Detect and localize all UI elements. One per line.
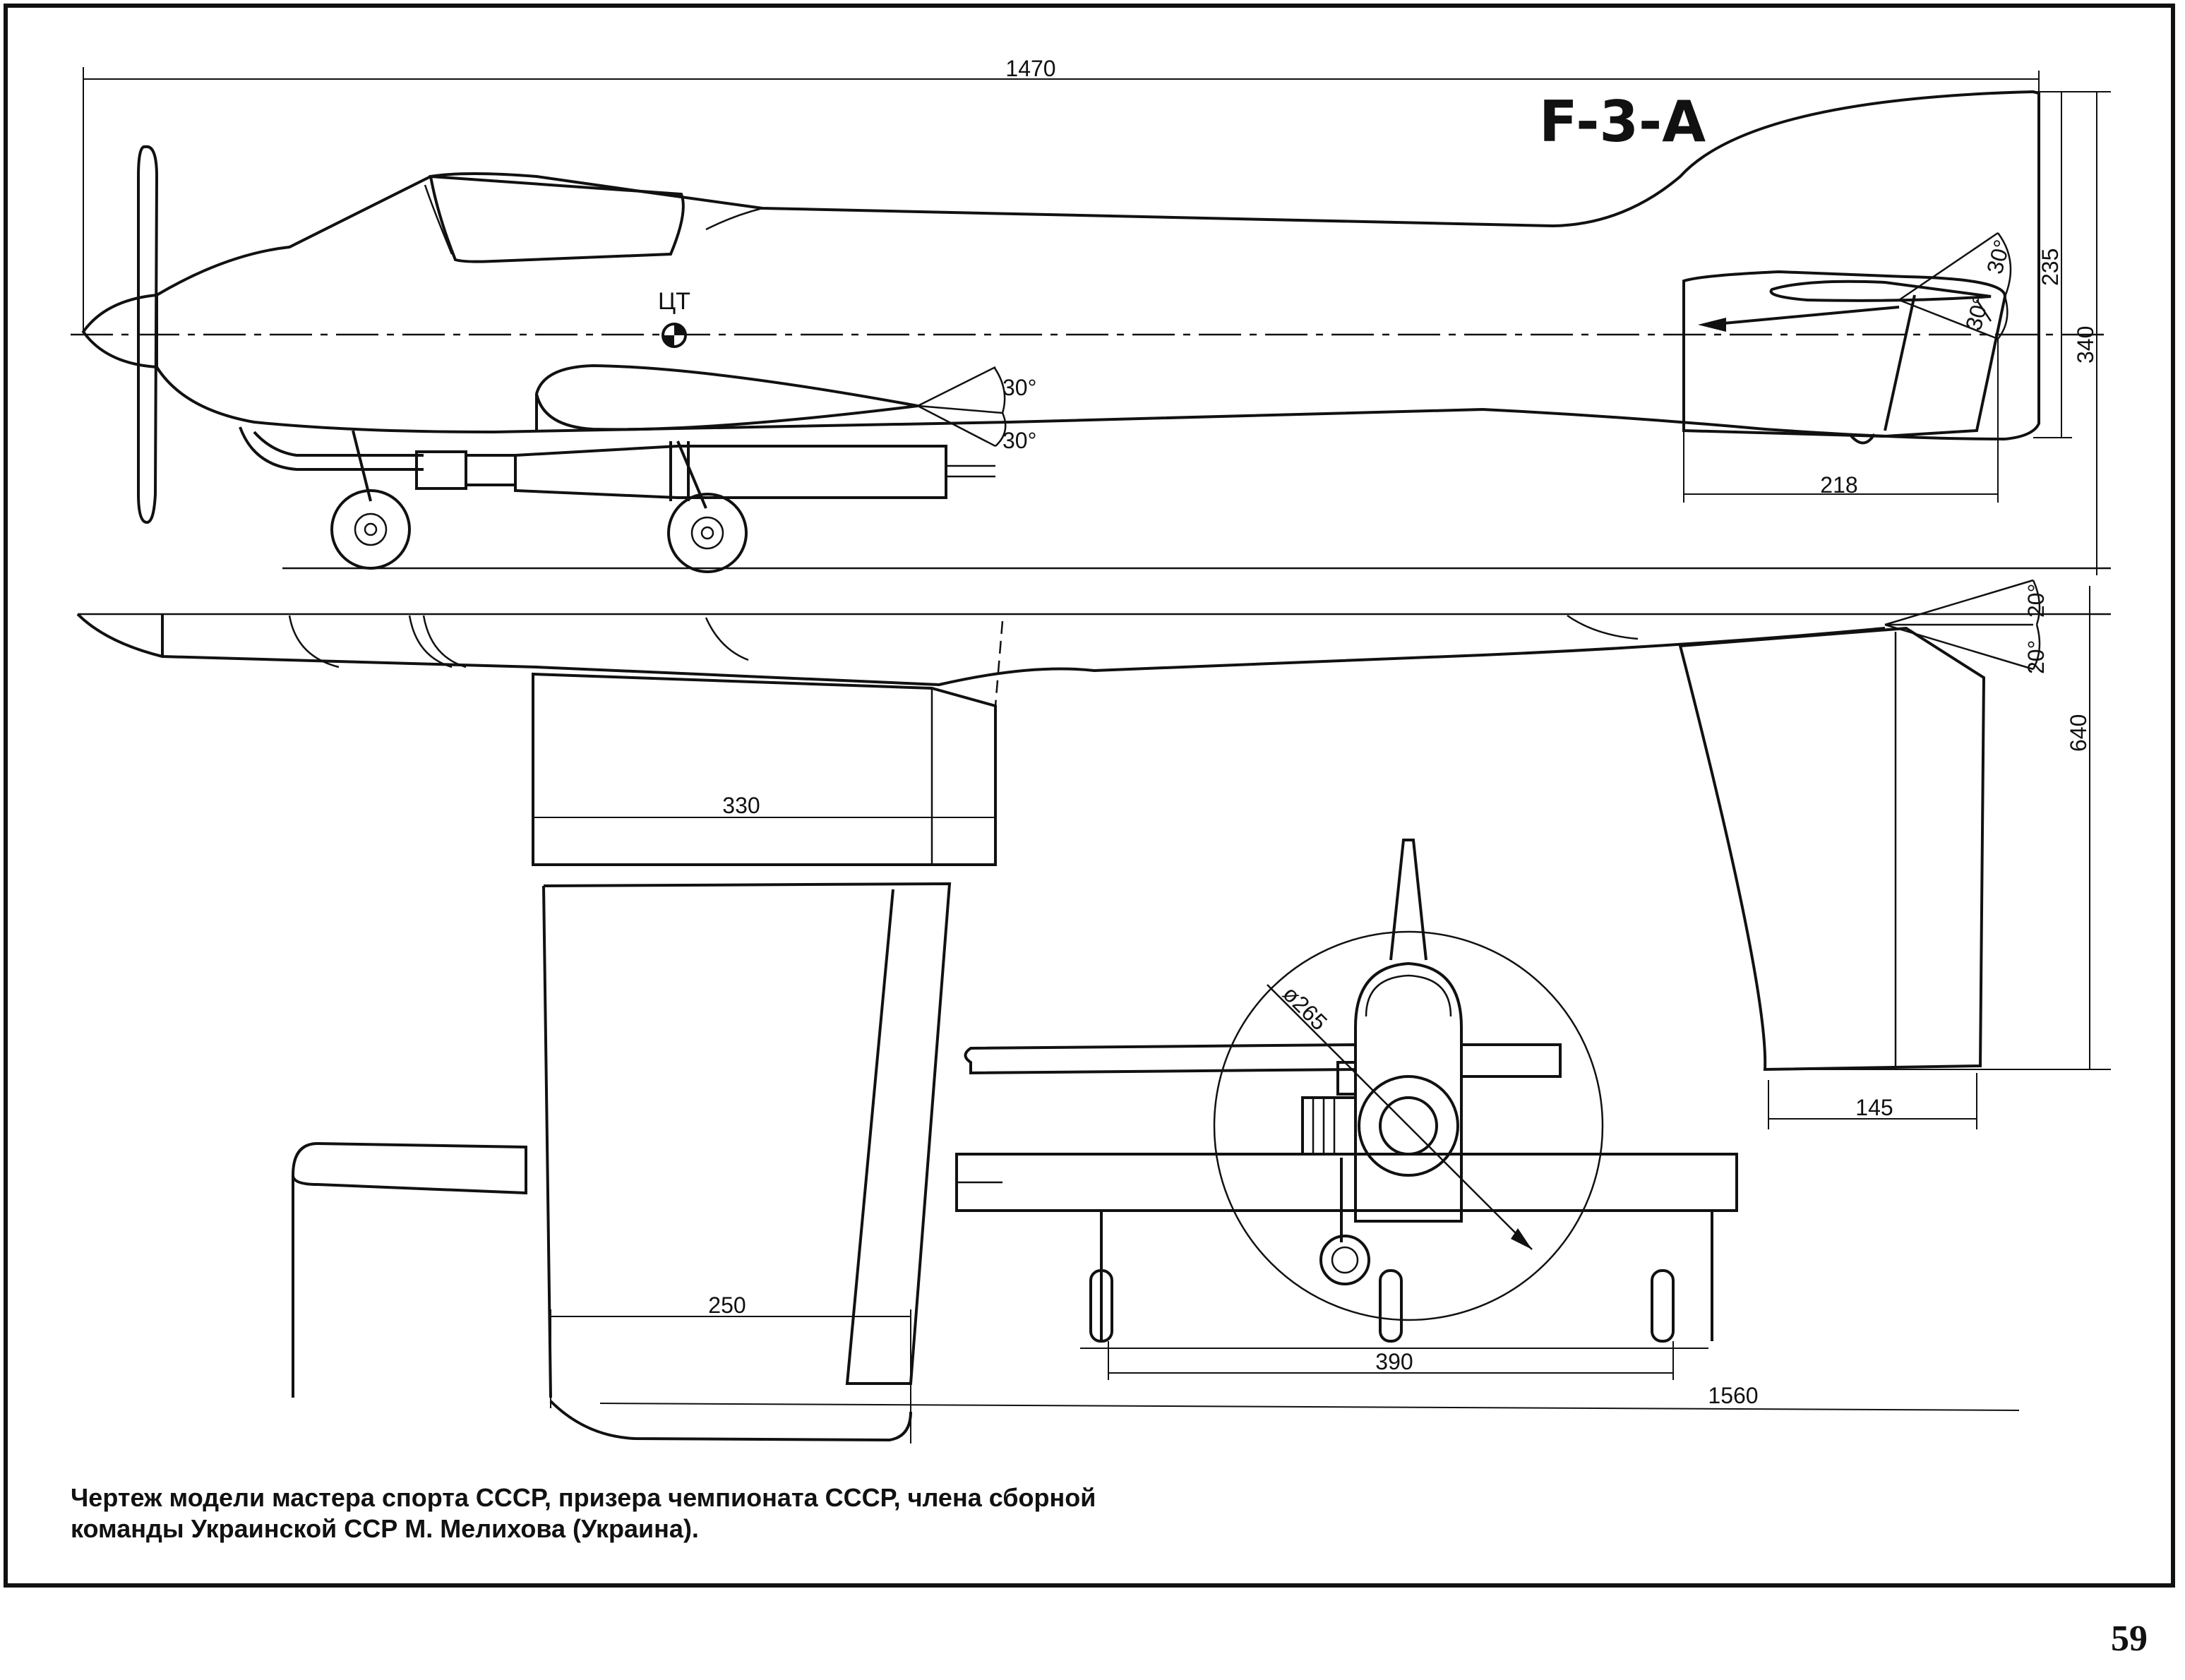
dim-wing-span: 1560: [1708, 1383, 1758, 1408]
page-number: 59: [2111, 1619, 2148, 1659]
dim-wing-tip-chord: 250: [708, 1292, 746, 1318]
cg-label: ЦТ: [658, 288, 690, 315]
top-view: 20° 20° 330 250 145 640 1560: [76, 579, 2111, 1444]
dim-total-height: 340: [2073, 326, 2098, 364]
dim-stab-chord: 218: [1820, 472, 1857, 498]
dim-fin-chord: 145: [1855, 1095, 1893, 1120]
page-frame: [4, 4, 2175, 1588]
angle-rudder-right: 20°: [2023, 584, 2049, 618]
side-view: 1470 F-3-A ЦТ 30° 30°: [71, 56, 2111, 575]
dim-wing-root-chord: 330: [722, 793, 760, 818]
angle-flap-up: 30°: [1002, 375, 1036, 400]
angle-flap-down: 30°: [1002, 428, 1036, 453]
angle-elevator-down: 30°: [1960, 294, 1994, 333]
dim-prop-diameter: ø265: [1278, 980, 1332, 1035]
dim-overall-length: 1470: [1005, 56, 1055, 81]
dim-tail-height: 235: [2037, 248, 2063, 286]
front-view: ø265 390: [955, 839, 1738, 1380]
angle-rudder-left: 20°: [2023, 640, 2049, 674]
model-title: F-3-A: [1539, 89, 1706, 155]
dim-wheel-track: 390: [1375, 1349, 1413, 1374]
drawing-caption: Чертеж модели мастера спорта СССР, призе…: [71, 1483, 1096, 1543]
dim-half-stab-span: 640: [2066, 714, 2091, 752]
